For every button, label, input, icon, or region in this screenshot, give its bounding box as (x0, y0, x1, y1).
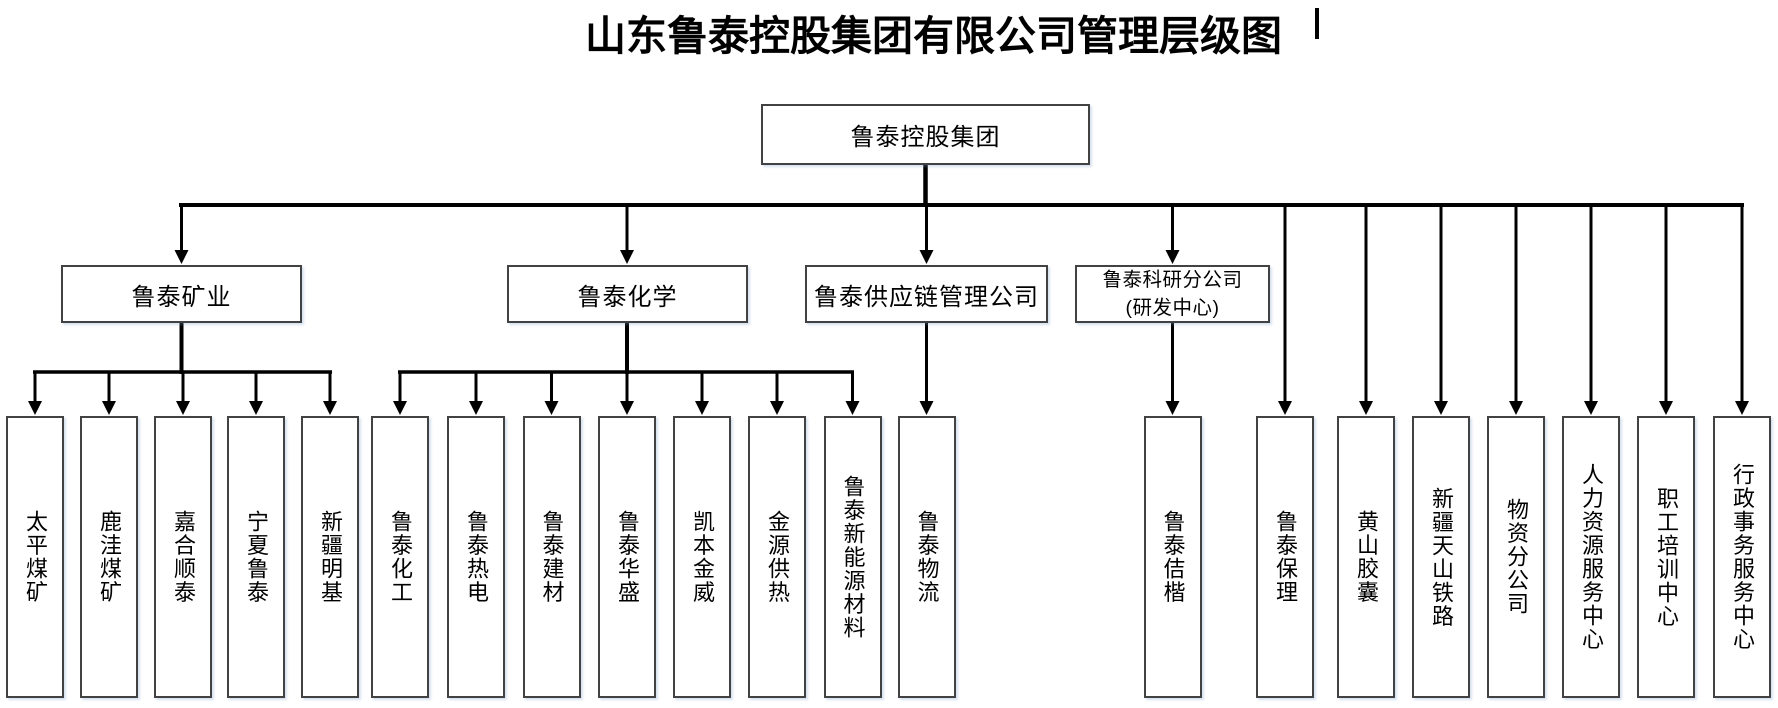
org-node-label: 鲁泰控股集团 (850, 124, 1001, 151)
org-node-label: 新疆明基 (318, 510, 343, 604)
org-node-leaf[interactable]: 金源供热 (748, 416, 806, 698)
org-node-label: 物资分公司 (1504, 498, 1529, 616)
org-node-label: 新疆天山铁路 (1429, 486, 1454, 628)
org-node-leaf[interactable]: 鲁泰物流 (897, 416, 956, 698)
org-node-label: 黄山胶囊 (1354, 510, 1379, 604)
org-node-root[interactable]: 鲁泰控股集团 (761, 104, 1090, 165)
org-node-division[interactable]: 鲁泰化学 (507, 265, 748, 323)
org-node-leaf[interactable]: 宁夏鲁泰 (227, 416, 285, 698)
org-node-label: 鲁泰保理 (1273, 510, 1298, 604)
org-node-leaf[interactable]: 鲁泰佶楷 (1143, 416, 1202, 698)
org-node-label: 鲁泰化学 (577, 283, 678, 311)
org-node-label: 金源供热 (765, 510, 790, 604)
org-node-leaf[interactable]: 行政事务服务中心 (1713, 416, 1771, 698)
org-node-label: 鲁泰物流 (914, 510, 940, 604)
org-node-leaf[interactable]: 凯本金威 (673, 416, 731, 698)
org-node-leaf[interactable]: 太平煤矿 (6, 416, 64, 698)
org-node-leaf[interactable]: 鲁泰保理 (1256, 416, 1314, 698)
chart-title[interactable]: 山东鲁泰控股集团有限公司管理层级图 (585, 13, 1282, 59)
org-node-leaf[interactable]: 职工培训中心 (1637, 416, 1695, 698)
org-node-division[interactable]: 鲁泰供应链管理公司 (805, 265, 1048, 323)
org-node-label: 鲁泰建材 (539, 510, 565, 604)
org-node-leaf[interactable]: 鲁泰建材 (522, 416, 581, 698)
org-node-label: 行政事务服务中心 (1730, 463, 1755, 651)
org-node-label: 鲁泰科研分公司 (1102, 268, 1243, 291)
org-node-label: 鲁泰化工 (388, 510, 413, 604)
org-node-label: 凯本金威 (690, 510, 715, 604)
org-node-label: 鹿洼煤矿 (97, 510, 122, 604)
org-node-leaf[interactable]: 人力资源服务中心 (1562, 416, 1620, 698)
org-node-leaf[interactable]: 物资分公司 (1487, 416, 1545, 698)
org-node-label: 职工培训中心 (1654, 486, 1679, 628)
org-node-label: 鲁泰华盛 (615, 510, 640, 604)
org-node-leaf[interactable]: 鲁泰化工 (371, 416, 429, 698)
org-node-division[interactable]: 鲁泰矿业 (61, 265, 302, 323)
org-node-leaf[interactable]: 黄山胶囊 (1337, 416, 1395, 698)
org-node-leaf[interactable]: 嘉合顺泰 (154, 416, 212, 698)
org-node-leaf[interactable]: 鲁泰华盛 (598, 416, 656, 698)
org-node-label: 鲁泰供应链管理公司 (814, 283, 1039, 311)
org-node-label: (研发中心) (1125, 297, 1220, 319)
org-node-label: 鲁泰热电 (464, 510, 489, 604)
org-node-label: 嘉合顺泰 (171, 510, 196, 604)
org-node-label: 鲁泰矿业 (131, 283, 232, 311)
org-node-leaf[interactable]: 新疆天山铁路 (1412, 416, 1470, 698)
org-node-label: 鲁泰新能源材料 (840, 474, 866, 640)
org-node-leaf[interactable]: 鹿洼煤矿 (80, 416, 138, 698)
org-node-label: 太平煤矿 (23, 510, 48, 604)
text-cursor (1315, 8, 1319, 39)
org-node-leaf[interactable]: 新疆明基 (301, 416, 359, 698)
org-node-label: 宁夏鲁泰 (244, 510, 269, 604)
org-node-label: 人力资源服务中心 (1579, 463, 1604, 651)
org-node-leaf[interactable]: 鲁泰热电 (447, 416, 505, 698)
org-node-division[interactable]: 鲁泰科研分公司 (研发中心) (1075, 265, 1270, 323)
org-node-label: 鲁泰佶楷 (1160, 510, 1186, 604)
org-node-leaf[interactable]: 鲁泰新能源材料 (823, 416, 882, 698)
